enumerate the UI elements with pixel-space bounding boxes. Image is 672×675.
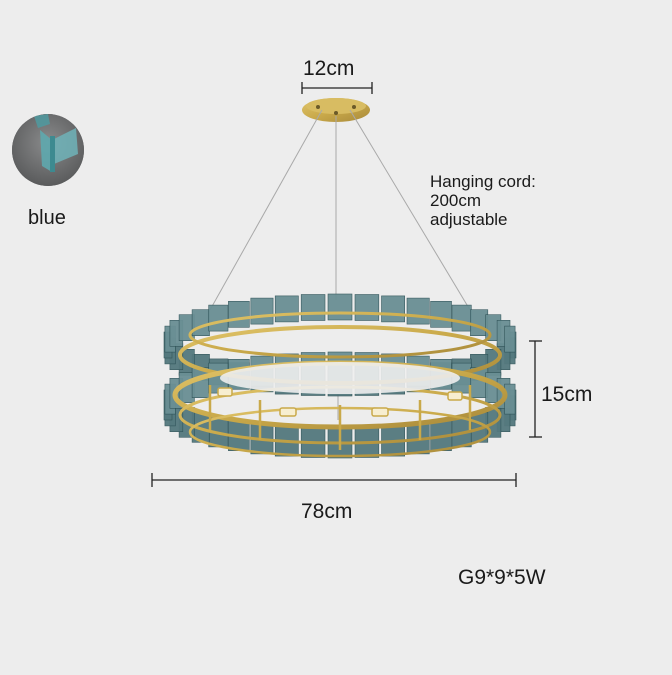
height-dimension-line bbox=[529, 340, 542, 438]
hanging-cord-line-3: adjustable bbox=[430, 210, 508, 229]
suspension-cables bbox=[209, 109, 471, 420]
color-swatch-blue[interactable] bbox=[12, 114, 84, 186]
color-option-label: blue bbox=[28, 207, 66, 229]
canopy-dimension-line bbox=[301, 82, 373, 94]
canopy-diameter-label: 12cm bbox=[303, 57, 355, 80]
height-label: 15cm bbox=[541, 383, 593, 406]
width-dimension-line bbox=[151, 473, 517, 487]
hanging-cord-line-2: 200cm bbox=[430, 191, 482, 210]
diameter-label: 78cm bbox=[301, 500, 353, 523]
hanging-cord-note: Hanging cord: 200cm adjustable bbox=[430, 172, 536, 229]
chandelier-ring bbox=[163, 293, 517, 459]
glass-piece-icon bbox=[12, 114, 84, 186]
hanging-cord-line-1: Hanging cord: bbox=[430, 172, 536, 191]
bulb-spec-label: G9*9*5W bbox=[458, 566, 546, 589]
